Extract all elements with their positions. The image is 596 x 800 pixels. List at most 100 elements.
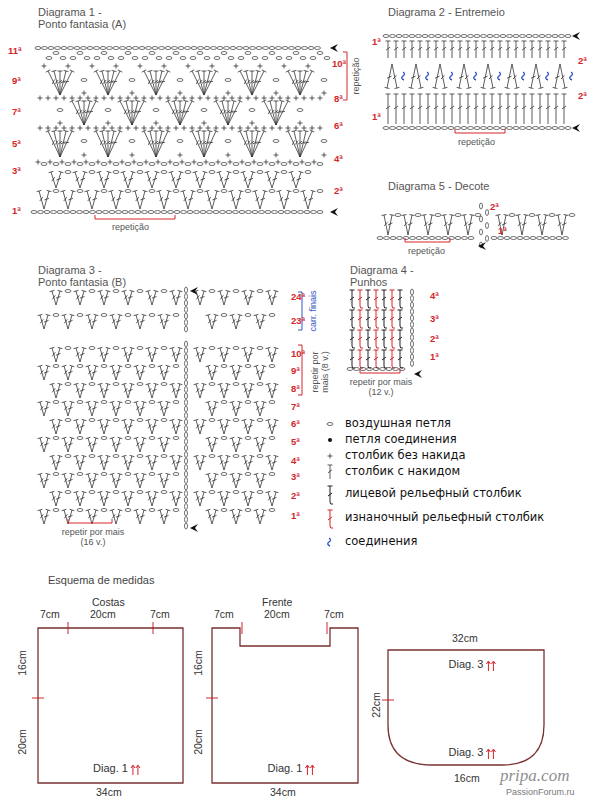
chain-stitch (537, 237, 543, 240)
stitch-stroke (112, 70, 117, 71)
chain-stitch (105, 109, 111, 112)
stitch-stroke (194, 491, 199, 492)
stitch-stroke (204, 71, 216, 95)
stitch-stroke (424, 222, 427, 226)
stitch-stroke (40, 402, 44, 416)
stitch-stroke (288, 96, 289, 101)
stitch-stroke (76, 460, 79, 464)
stitch-stroke (128, 420, 132, 434)
stitch-stroke (300, 121, 301, 126)
chain-stitch (257, 491, 263, 494)
stitch-stroke (250, 419, 255, 420)
stitch-stroke (100, 388, 103, 392)
stitch-stroke (224, 492, 228, 506)
chain-stitch (149, 314, 155, 317)
chain-stitch (149, 163, 155, 166)
stitch-stroke (496, 214, 501, 216)
stitch-stroke (252, 71, 258, 95)
chain-stitch (546, 127, 552, 130)
stitch-stroke (58, 491, 63, 492)
chain-stitch (245, 314, 251, 317)
stitch-stroke (410, 94, 415, 95)
stitch-stroke (386, 106, 390, 109)
stitch-stroke (196, 420, 200, 434)
stitch-stroke (262, 70, 266, 72)
stitch-stroke (140, 443, 145, 445)
stitch-stroke (92, 315, 96, 329)
stitch-stroke (94, 314, 99, 315)
chain-stitch (273, 140, 279, 143)
stitch-stroke (136, 510, 140, 524)
chain-stitch (209, 491, 215, 494)
stitch-stroke (158, 314, 163, 315)
chain-stitch (173, 365, 179, 368)
stitch-stroke (112, 319, 115, 323)
stitch-stroke (124, 424, 127, 428)
chain-stitch (77, 509, 83, 512)
stitch-stroke (268, 291, 272, 305)
stitch-stroke (254, 314, 259, 315)
stitch-stroke (212, 443, 217, 445)
chain-stitch (101, 473, 107, 476)
stitch-stroke (100, 496, 103, 500)
stitch-stroke (140, 438, 144, 452)
stitch-stroke (83, 171, 88, 172)
stitch-stroke (154, 131, 159, 132)
stitch-stroke (226, 419, 231, 420)
stitch-stroke (232, 402, 236, 416)
stitch-stroke (546, 106, 550, 109)
chain-stitch (180, 57, 186, 60)
stitch-stroke (172, 424, 175, 428)
chain-stitch (282, 47, 288, 50)
stitch-stroke (104, 348, 108, 362)
stitch-stroke (220, 348, 224, 362)
stitch-stroke (196, 492, 200, 506)
stitch-stroke (184, 111, 189, 113)
chain-stitch (259, 211, 265, 214)
stitch-stroke (102, 71, 108, 95)
stitch-stroke (265, 171, 270, 172)
chain-stitch (125, 365, 131, 368)
chain-stitch (185, 406, 188, 412)
stitch-stroke (118, 473, 123, 474)
chain-stitch (415, 214, 421, 217)
stitch-stroke (52, 460, 55, 464)
stitch-stroke (92, 479, 97, 481)
stitch-stroke (104, 456, 108, 470)
stitch-stroke (464, 215, 468, 235)
stitch-stroke (148, 420, 152, 434)
stitch-stroke (247, 141, 250, 145)
stitch-stroke (280, 197, 283, 201)
stitch-stroke (92, 402, 96, 416)
stitch-stroke (448, 223, 453, 225)
stitch-stroke (74, 347, 79, 348)
stitch-stroke (47, 190, 52, 191)
stitch-stroke (483, 64, 488, 88)
stitch-stroke (60, 71, 61, 95)
start-arrow (572, 32, 580, 40)
stitch-stroke (522, 223, 527, 225)
stitch-stroke (300, 71, 301, 95)
stitch-stroke (60, 121, 61, 126)
stitch-stroke (140, 315, 144, 329)
stitch-stroke (382, 214, 387, 216)
stitch-stroke (530, 106, 534, 109)
stitch-stroke (262, 365, 267, 366)
stitch-stroke (246, 71, 252, 95)
stitch-stroke (202, 419, 207, 420)
stitch-stroke (392, 64, 397, 88)
stitch-stroke (390, 214, 395, 216)
stitch-stroke (122, 419, 127, 420)
stitch-stroke (212, 371, 217, 373)
stitch-stroke (176, 420, 180, 434)
stitch-stroke (272, 296, 277, 298)
stitch-stroke (555, 76, 560, 78)
stitch-stroke (244, 291, 248, 305)
chain-stitch (161, 383, 167, 386)
stitch-stroke (110, 401, 115, 402)
stitch-stroke (56, 425, 61, 427)
stitch-stroke (256, 319, 259, 323)
stitch-stroke (212, 191, 217, 209)
stitch-stroke (387, 76, 392, 78)
chain-stitch (190, 57, 196, 60)
